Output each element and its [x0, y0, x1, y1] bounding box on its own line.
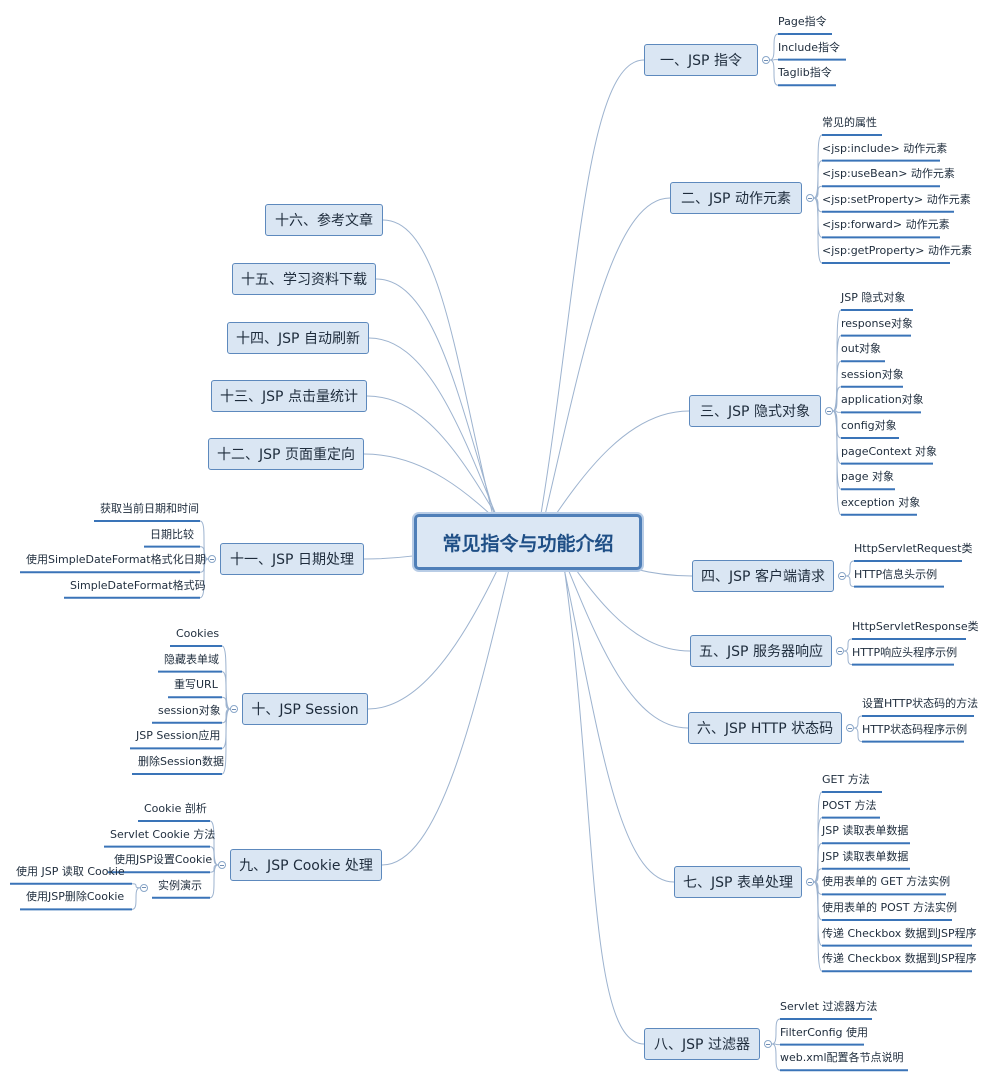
branch-7-leaf-3[interactable]: JSP 读取表单数据 — [822, 824, 909, 838]
branch-9-subleaf-2[interactable]: 使用JSP删除Cookie — [26, 890, 125, 904]
branch-9-subleaf-1[interactable]: 使用 JSP 读取 Cookie — [16, 864, 125, 878]
branch-1-leaf-2[interactable]: Include指令 — [778, 40, 841, 54]
branch-3-leaf-8[interactable]: page 对象 — [841, 470, 894, 484]
branch-topic-13[interactable]: 十三、JSP 点击量统计 — [211, 380, 367, 412]
branch-4-leaf-1[interactable]: HttpServletRequest类 — [854, 542, 973, 555]
branch-2-leaf-3[interactable]: <jsp:useBean> 动作元素 — [822, 167, 955, 181]
branch-1-leaf-3[interactable]: Taglib指令 — [778, 66, 832, 80]
connector-root-to-branch-14 — [368, 337, 504, 533]
branch-7-leaf-2[interactable]: POST 方法 — [822, 798, 877, 812]
collapse-toggle-branch-10[interactable] — [230, 705, 238, 713]
collapse-toggle-branch-4[interactable] — [838, 572, 846, 580]
branch-1-leaf-1[interactable]: Page指令 — [778, 15, 827, 28]
branch-7-leaf-4[interactable]: JSP 读取表单数据 — [822, 849, 909, 863]
branch-11-leaf-4[interactable]: SimpleDateFormat格式码 — [70, 578, 206, 592]
branch-7-leaf-8[interactable]: 传递 Checkbox 数据到JSP程序 — [822, 952, 977, 966]
branch-2-leaf-5[interactable]: <jsp:forward> 动作元素 — [822, 218, 950, 232]
branch-9-leaf-3[interactable]: 使用JSP设置Cookie — [114, 853, 213, 867]
branch-topic-15[interactable]: 十五、学习资料下载 — [232, 263, 376, 295]
branch-6-leaf-2[interactable]: HTTP状态码程序示例 — [862, 722, 968, 736]
collapse-toggle-branch-9-sub[interactable] — [140, 883, 148, 892]
branch-2-leaf-6[interactable]: <jsp:getProperty> 动作元素 — [822, 244, 973, 257]
branch-topic-4[interactable]: 四、JSP 客户端请求 — [692, 560, 834, 592]
branch-11-leaf-3[interactable]: 使用SimpleDateFormat格式化日期 — [26, 553, 206, 567]
branch-2-leaf-4[interactable]: <jsp:setProperty> 动作元素 — [822, 192, 971, 206]
branch-3-leaf-6[interactable]: config对象 — [841, 419, 897, 432]
branch-5-leaf-1[interactable]: HttpServletResponse类 — [852, 620, 979, 633]
branch-topic-16[interactable]: 十六、参考文章 — [265, 204, 383, 236]
collapse-toggle-branch-9[interactable] — [218, 861, 226, 869]
branch-3-leaf-1[interactable]: JSP 隐式对象 — [841, 291, 906, 304]
branch-3-leaf-3[interactable]: out对象 — [841, 342, 882, 356]
connector-root-to-branch-13 — [366, 395, 507, 533]
branch-10-leaf-2[interactable]: 隐藏表单域 — [164, 652, 219, 666]
branch-4-leaf-2[interactable]: HTTP信息头示例 — [854, 567, 938, 581]
branch-2-leaf-1[interactable]: 常见的属性 — [822, 116, 877, 129]
branch-7-leaf-5[interactable]: 使用表单的 GET 方法实例 — [822, 875, 951, 889]
branch-3-leaf-7[interactable]: pageContext 对象 — [841, 444, 938, 458]
collapse-toggle-branch-7[interactable] — [806, 878, 814, 886]
collapse-toggle-branch-3[interactable] — [825, 407, 833, 415]
branch-11-leaf-2[interactable]: 日期比较 — [150, 527, 194, 541]
collapse-toggle-branch-11[interactable] — [208, 555, 216, 563]
branch-8-leaf-3[interactable]: web.xml配置各节点说明 — [780, 1051, 904, 1065]
branch-11-leaf-1[interactable]: 获取当前日期和时间 — [100, 502, 199, 515]
connector-root-to-branch-7 — [555, 531, 675, 883]
branch-2-leaf-2[interactable]: <jsp:include> 动作元素 — [822, 141, 948, 155]
branch-topic-12[interactable]: 十二、JSP 页面重定向 — [208, 438, 364, 470]
branch-10-leaf-1[interactable]: Cookies — [176, 627, 220, 640]
branch-6-leaf-1[interactable]: 设置HTTP状态码的方法 — [862, 697, 979, 710]
branch-7-leaf-7[interactable]: 传递 Checkbox 数据到JSP程序 — [822, 926, 977, 940]
branch-9-leaf-1[interactable]: Cookie 剖析 — [144, 802, 207, 815]
branch-topic-8[interactable]: 八、JSP 过滤器 — [644, 1028, 760, 1060]
branch-topic-5[interactable]: 五、JSP 服务器响应 — [690, 635, 832, 667]
branch-9-leaf-2[interactable]: Servlet Cookie 方法 — [110, 827, 216, 841]
branch-5-leaf-2[interactable]: HTTP响应头程序示例 — [852, 645, 958, 659]
connector-root-to-branch-2 — [540, 197, 671, 533]
branch-topic-7[interactable]: 七、JSP 表单处理 — [674, 866, 802, 898]
branch-topic-10[interactable]: 十、JSP Session — [242, 693, 368, 725]
root-topic[interactable]: 常见指令与功能介绍 — [414, 514, 642, 570]
branch-8-leaf-2[interactable]: FilterConfig 使用 — [780, 1025, 869, 1039]
branch-3-leaf-9[interactable]: exception 对象 — [841, 495, 921, 509]
connector-root-to-branch-1 — [537, 59, 645, 533]
branch-topic-3[interactable]: 三、JSP 隐式对象 — [689, 395, 821, 427]
branch-8-leaf-1[interactable]: Servlet 过滤器方法 — [780, 1000, 878, 1013]
branch-7-leaf-1[interactable]: GET 方法 — [822, 773, 870, 786]
connector-root-to-branch-16 — [382, 219, 498, 533]
connector-root-to-branch-3 — [543, 410, 690, 533]
branch-topic-11[interactable]: 十一、JSP 日期处理 — [220, 543, 364, 575]
connector-root-to-branch-9 — [381, 531, 519, 866]
branch-topic-9[interactable]: 九、JSP Cookie 处理 — [230, 849, 382, 881]
branch-10-leaf-6[interactable]: 删除Session数据 — [138, 755, 224, 768]
branch-10-leaf-3[interactable]: 重写URL — [174, 678, 218, 692]
collapse-toggle-branch-5[interactable] — [836, 647, 844, 655]
branch-10-leaf-4[interactable]: session对象 — [158, 703, 221, 717]
branch-topic-2[interactable]: 二、JSP 动作元素 — [670, 182, 802, 214]
branch-3-leaf-4[interactable]: session对象 — [841, 367, 904, 381]
collapse-toggle-branch-8[interactable] — [764, 1040, 772, 1048]
branch-7-leaf-6[interactable]: 使用表单的 POST 方法实例 — [822, 901, 957, 914]
connector-root-to-branch-15 — [375, 278, 501, 533]
branch-3-leaf-2[interactable]: response对象 — [841, 316, 913, 330]
branch-3-leaf-5[interactable]: application对象 — [841, 393, 924, 407]
collapse-toggle-branch-2[interactable] — [806, 194, 814, 202]
branch-topic-1[interactable]: 一、JSP 指令 — [644, 44, 758, 76]
branch-topic-14[interactable]: 十四、JSP 自动刷新 — [227, 322, 369, 354]
branch-10-leaf-5[interactable]: JSP Session应用 — [136, 729, 221, 743]
branch-9-leaf-4[interactable]: 实例演示 — [158, 878, 202, 892]
connector-root-to-branch-8 — [558, 531, 645, 1045]
branch-topic-6[interactable]: 六、JSP HTTP 状态码 — [688, 712, 842, 744]
collapse-toggle-branch-1[interactable] — [762, 56, 770, 64]
collapse-toggle-branch-6[interactable] — [846, 724, 854, 732]
